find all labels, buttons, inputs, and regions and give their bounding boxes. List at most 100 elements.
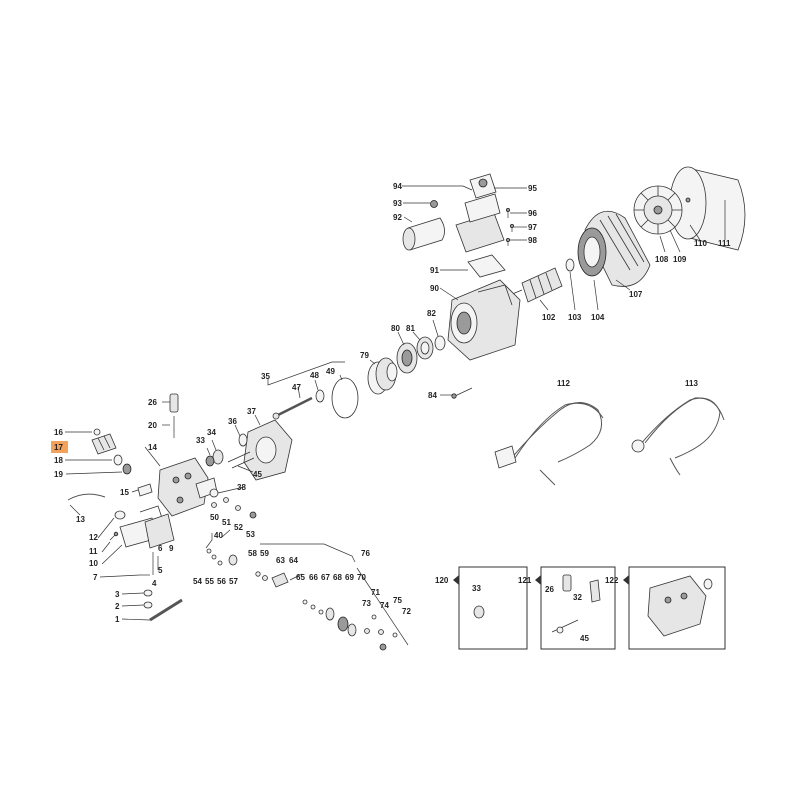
callout-72: 72 <box>402 607 411 616</box>
washer-part-12[interactable] <box>114 510 126 520</box>
callout-labels: 94 95 93 96 92 97 98 91 90 102 103 104 1… <box>54 182 731 643</box>
piston-part-47[interactable] <box>272 396 313 420</box>
terminal-box-part-94[interactable] <box>455 193 505 253</box>
hose-part-13[interactable] <box>67 493 106 501</box>
nut-part-93[interactable] <box>430 200 438 208</box>
piston-group-part-45[interactable] <box>227 451 255 469</box>
callout-63: 63 <box>276 556 285 565</box>
callout-94: 94 <box>393 182 402 191</box>
washer-part-103[interactable] <box>565 258 575 272</box>
seat-part-74[interactable] <box>378 629 384 635</box>
lance-part-1[interactable] <box>149 598 183 622</box>
piston-part-68[interactable] <box>325 607 335 621</box>
nut-part-50[interactable] <box>211 502 217 508</box>
power-cord-part-113[interactable] <box>631 397 725 476</box>
cap-part-3[interactable] <box>143 589 153 597</box>
kit-box-121[interactable] <box>535 566 616 650</box>
fitting-part-15[interactable] <box>137 483 153 497</box>
callout-109: 109 <box>673 255 687 264</box>
callout-16: 16 <box>54 428 63 437</box>
screw-part-96[interactable] <box>505 207 510 218</box>
callout-97: 97 <box>528 223 537 232</box>
callout-3: 3 <box>115 590 120 599</box>
washer-part-75[interactable] <box>392 632 398 638</box>
gasket-part-5[interactable] <box>139 505 163 519</box>
switch-part-95[interactable] <box>469 173 497 199</box>
ring-part-54[interactable] <box>206 548 212 554</box>
nut-part-53[interactable] <box>249 511 257 519</box>
kit-121-callout-45: 45 <box>580 634 589 643</box>
seal-part-36[interactable] <box>238 433 248 447</box>
oring-part-66[interactable] <box>310 604 316 610</box>
bearing-part-81[interactable] <box>416 336 434 360</box>
connector-part-63[interactable] <box>271 572 289 588</box>
ring-part-82[interactable] <box>434 335 446 351</box>
ring-part-16[interactable] <box>93 428 101 436</box>
oring-part-67[interactable] <box>318 609 324 615</box>
ring-part-34[interactable] <box>212 449 224 465</box>
callout-71: 71 <box>371 588 380 597</box>
callout-40: 40 <box>214 531 223 540</box>
pressure-valve-part-26[interactable] <box>169 393 179 413</box>
plug-part-38[interactable] <box>209 488 219 498</box>
oring-part-49[interactable] <box>331 377 359 419</box>
callout-107: 107 <box>629 290 643 299</box>
nut-part-52[interactable] <box>235 505 241 511</box>
power-cord-part-112[interactable] <box>494 402 604 486</box>
oring-part-65[interactable] <box>302 599 308 605</box>
washer-part-2[interactable] <box>143 601 153 609</box>
ring-part-58[interactable] <box>255 571 261 577</box>
callout-36: 36 <box>228 417 237 426</box>
callout-19: 19 <box>54 470 63 479</box>
callout-69: 69 <box>345 573 354 582</box>
rotor-part-102[interactable] <box>509 267 563 303</box>
kit-box-120[interactable] <box>453 566 528 650</box>
spring-part-69[interactable] <box>337 616 349 632</box>
seat-part-71[interactable] <box>371 614 377 620</box>
gasket-part-91[interactable] <box>467 254 506 278</box>
stator-part-107[interactable] <box>577 210 651 287</box>
filter-part-19[interactable] <box>122 463 132 475</box>
screw-part-98[interactable] <box>505 237 510 246</box>
nut-part-51[interactable] <box>223 497 229 503</box>
highlight-part-17 <box>51 441 68 453</box>
valve-head-part-14[interactable] <box>157 457 218 517</box>
ring-part-55[interactable] <box>211 554 217 560</box>
callout-20: 20 <box>148 421 157 430</box>
screw-part-11[interactable] <box>109 531 119 541</box>
valve-block-part-6[interactable] <box>144 513 175 549</box>
bolt-part-84[interactable] <box>451 387 473 399</box>
pump-housing-part-37[interactable] <box>243 419 293 481</box>
screw-part-97[interactable] <box>509 223 514 232</box>
callout-37: 37 <box>247 407 256 416</box>
spring-part-48[interactable] <box>315 389 325 403</box>
fan-part-108[interactable] <box>633 185 683 235</box>
kit-box-122[interactable] <box>623 566 726 650</box>
cap-part-72[interactable] <box>379 643 387 651</box>
spring-part-70[interactable] <box>347 623 357 637</box>
capacitor-part-92[interactable] <box>402 217 445 251</box>
callout-96: 96 <box>528 209 537 218</box>
callout-70: 70 <box>357 573 366 582</box>
seat-part-73[interactable] <box>364 628 370 634</box>
plug-part-57[interactable] <box>228 554 238 566</box>
washer-part-18[interactable] <box>113 454 123 466</box>
callout-81: 81 <box>406 324 415 333</box>
callout-111: 111 <box>718 239 731 248</box>
callout-59: 59 <box>260 549 269 558</box>
kit-121-callout-26: 26 <box>545 585 554 594</box>
callout-9: 9 <box>169 544 174 553</box>
callout-84: 84 <box>428 391 437 400</box>
ring-part-59[interactable] <box>262 575 268 581</box>
callout-50: 50 <box>210 513 219 522</box>
ring-part-56[interactable] <box>217 560 223 566</box>
thrust-bearing-part-79[interactable] <box>367 357 398 395</box>
nozzle-part-64[interactable] <box>289 573 303 581</box>
kit-121-callout-32: 32 <box>573 593 582 602</box>
callout-75: 75 <box>393 596 402 605</box>
inlet-connector-part-17[interactable] <box>91 433 117 455</box>
swash-plate-part-80[interactable] <box>396 342 418 374</box>
motor-body-part-90[interactable] <box>447 279 521 361</box>
washer-part-33[interactable] <box>205 455 215 467</box>
callout-52: 52 <box>234 523 243 532</box>
